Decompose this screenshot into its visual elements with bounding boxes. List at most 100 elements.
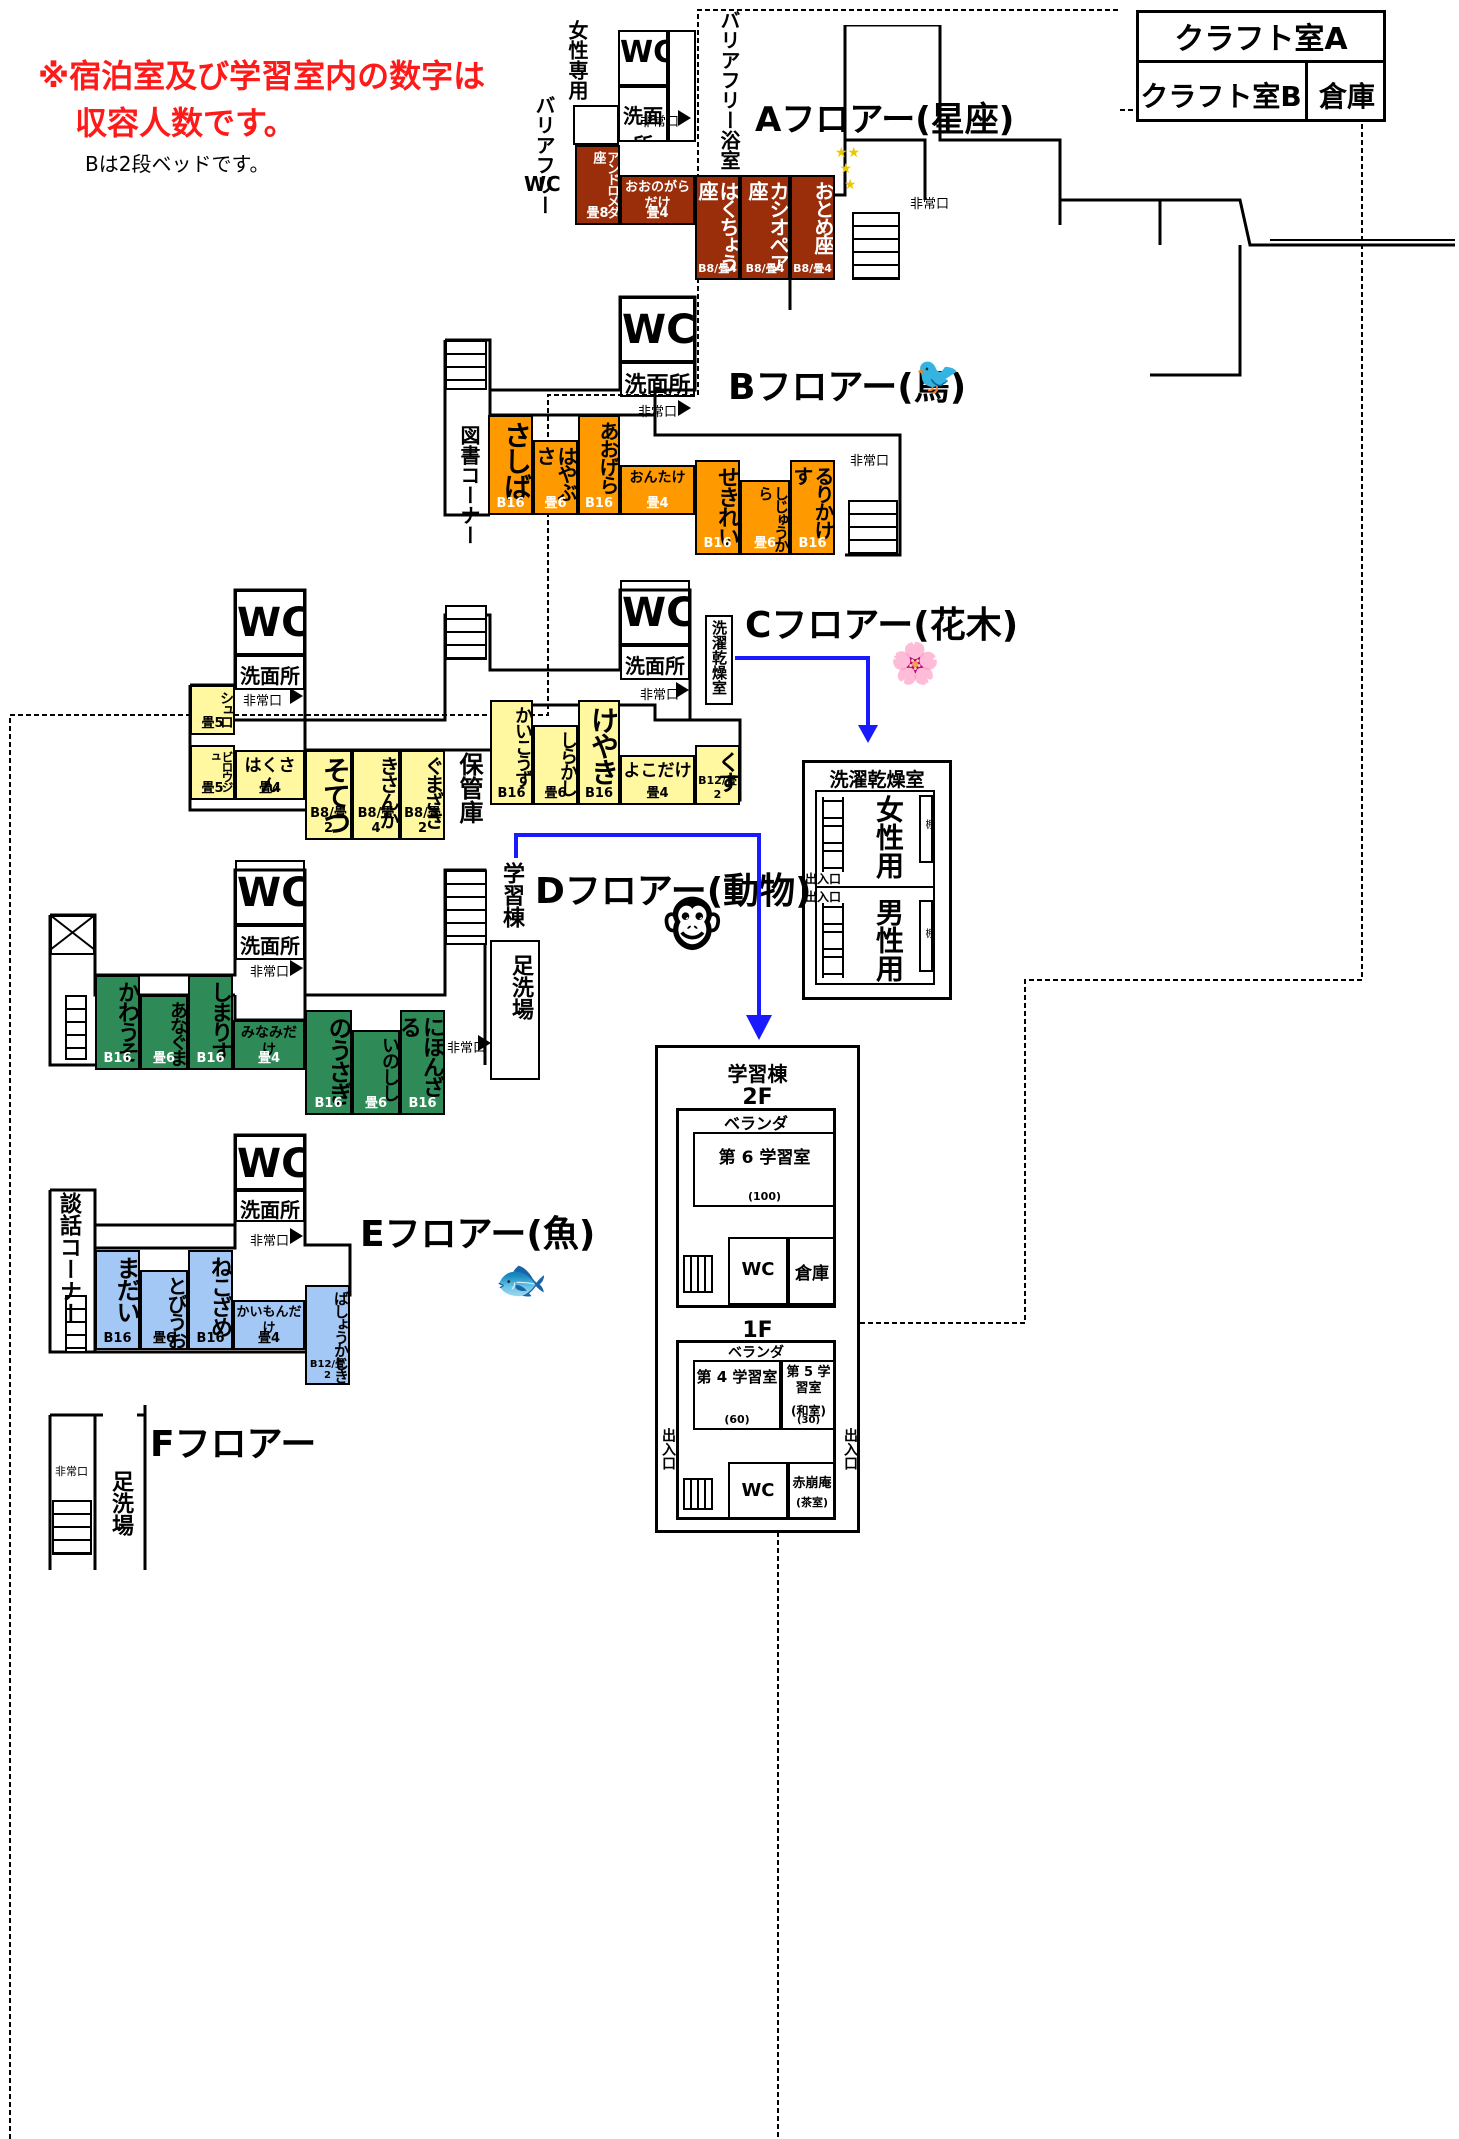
- floorC-exit2: 非常口: [640, 688, 680, 703]
- floorC-room-shirakashi[interactable]: しらかし畳6: [533, 725, 578, 805]
- floorE-wc: WC: [235, 1135, 305, 1190]
- floorB-exit2: 非常口: [850, 454, 890, 469]
- study-room6[interactable]: 第 6 学習室(100): [693, 1132, 836, 1207]
- floorA-bfwc-room: [573, 105, 619, 145]
- floorE-exit: 非常口: [250, 1234, 290, 1249]
- floorB-room-shijukara[interactable]: しじゅうから畳6: [740, 480, 790, 555]
- laundry-entrance-2: 出入口: [805, 890, 842, 904]
- floorC-room-yokodake[interactable]: よこだけ畳4: [620, 755, 695, 805]
- floorE-exit-arrow: [290, 1228, 303, 1244]
- floorC-room-hakusan[interactable]: はくさん畳4: [235, 750, 305, 800]
- floorB-exit1: 非常口: [638, 405, 678, 420]
- floorD-study-building: 学習棟: [499, 862, 524, 928]
- notice-line3: Bは2段ベッドです。: [85, 152, 270, 176]
- floorD-stairs-2: [445, 870, 487, 945]
- blue-arrow-laundry-v: [866, 656, 870, 731]
- floorC-wc-2: WC: [620, 580, 690, 645]
- floorC-washroom-2: 洗面所: [620, 645, 690, 680]
- floorD-washroom: 洗面所: [235, 925, 305, 960]
- floorE-room-tobiuo[interactable]: とびうお畳6: [140, 1270, 188, 1350]
- laundry-machines-men: [822, 903, 844, 978]
- floorC-room-shuro[interactable]: シュロ畳5: [190, 685, 235, 735]
- craft-storage: 倉庫: [1318, 80, 1375, 113]
- study-2f-stairs: [683, 1255, 713, 1293]
- floorD-exit2-arrow: [478, 1035, 491, 1051]
- craft-room-b: クラフト室B: [1140, 80, 1302, 113]
- floorA-barrier-free-label: バリアフリー: [532, 95, 556, 215]
- floorA-exit1: 非常口: [640, 115, 680, 130]
- floorA-room-oonogara[interactable]: おおのがらだけ畳4: [620, 175, 695, 225]
- laundry-machines-women: [822, 797, 844, 872]
- study-entrance-left: 出入口: [660, 1428, 676, 1470]
- laundry-detail-title: 洗濯乾燥室: [829, 769, 925, 791]
- floorA-title: Aフロアー(星座): [755, 100, 1015, 140]
- fish-icon: 🐟: [495, 1255, 548, 1304]
- floorA-wc: WC: [618, 30, 668, 86]
- laundry-entrance-1: 出入口: [805, 872, 842, 886]
- blue-arrow-study-v: [757, 833, 761, 1023]
- blue-arrow-laundry-head: [858, 725, 878, 743]
- floorC-room-birouju[interactable]: ビロウジュ畳5: [190, 745, 235, 800]
- study-2f-outline: [676, 1108, 836, 1308]
- floorB-room-hayabusa[interactable]: はやぶさ畳6: [533, 440, 578, 515]
- study-room4[interactable]: 第 4 学習室(60): [693, 1360, 781, 1430]
- notice-line1: ※宿泊室及び学習室内の数字は: [38, 57, 486, 95]
- floorC-title: Cフロアー(花木): [745, 605, 1019, 646]
- floorC-wc-1: WC: [235, 590, 305, 655]
- floorB-stairs-1: [445, 340, 487, 390]
- notice-line2: 収容人数です。: [75, 104, 296, 142]
- floorD-foot-wash: 足洗場: [490, 940, 540, 1080]
- floorB-wc: WC: [620, 297, 695, 362]
- floorC-exit2-arrow: [676, 682, 689, 698]
- floorA-room-andromeda[interactable]: アンドロメダ座畳8: [575, 145, 620, 225]
- floorF-walls: [48, 1405, 147, 1570]
- craft-building: [1136, 10, 1386, 122]
- floorD-title: Dフロアー(動物): [535, 871, 812, 912]
- study-1f-veranda: ベランダ: [728, 1345, 784, 1361]
- study-room5[interactable]: 第 5 学習室(和室)(30): [781, 1360, 836, 1430]
- laundry-women: 女性用: [872, 795, 905, 879]
- monkey-icon: 🐵: [660, 895, 725, 960]
- blue-arrow-study-stub: [514, 833, 518, 858]
- study-title: 学習棟: [727, 1062, 788, 1086]
- floorD-wc: WC: [235, 860, 305, 925]
- floorD-room-minamidake[interactable]: みなみだけ畳4: [233, 1020, 305, 1070]
- floorB-room-ontake[interactable]: おんたけ畳4: [620, 465, 695, 515]
- floorB-stairs-2: [848, 500, 898, 555]
- study-tea-room[interactable]: 赤崩庵(茶室): [788, 1462, 836, 1520]
- floorF-stairs: [52, 1500, 92, 1555]
- floorE-room-kaimondake[interactable]: かいもんだけ畳4: [233, 1300, 305, 1350]
- floorB-washroom: 洗面所: [620, 362, 695, 397]
- floorA-bath-box: [668, 30, 696, 142]
- floorA-exit2: 非常口: [910, 197, 950, 212]
- floorA-washroom: 洗面所: [618, 86, 668, 142]
- study-1f-stairs: [683, 1478, 713, 1510]
- floorA-barrier-free-bath: バリアフリー浴室: [717, 10, 741, 170]
- floorD-room-inoshishi[interactable]: いのしし畳6: [352, 1030, 400, 1115]
- laundry-men: 男性用: [872, 898, 905, 982]
- floorD-room-anaguma[interactable]: あなぐま畳6: [140, 995, 188, 1070]
- flower-icon: 🌸: [890, 641, 940, 687]
- study-1f: 1F: [742, 1318, 773, 1343]
- study-2f-wc: WC: [728, 1237, 788, 1305]
